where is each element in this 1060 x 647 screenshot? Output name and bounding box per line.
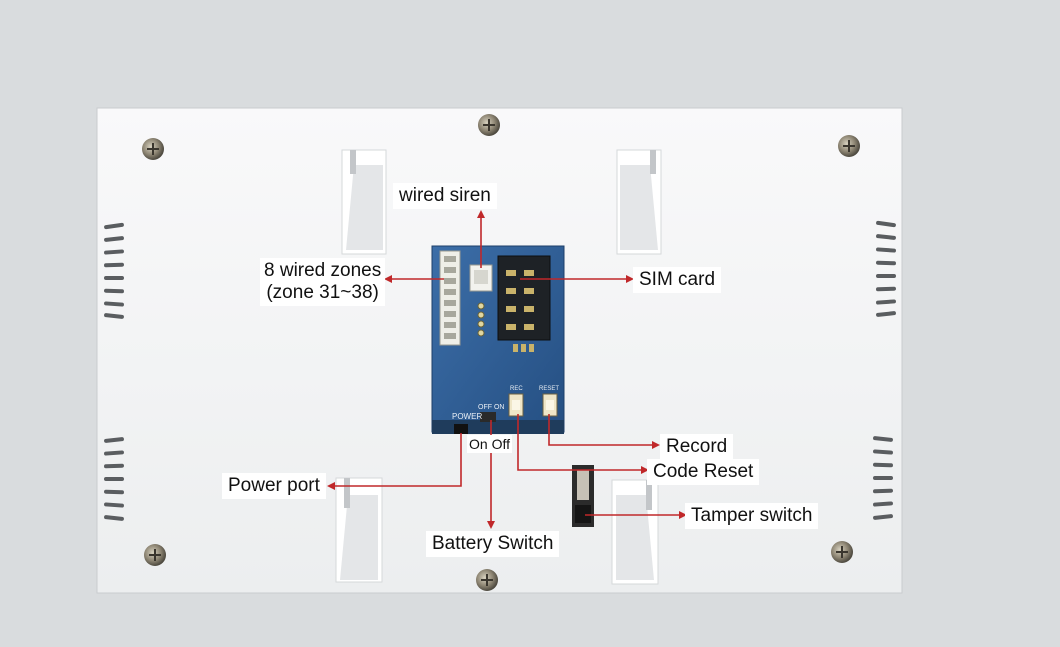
- sim-card-holder: [497, 255, 551, 341]
- label-code-reset: Code Reset: [647, 459, 760, 485]
- screw-icon: [838, 135, 860, 157]
- mount-slot: [616, 149, 662, 255]
- power-jack: [454, 424, 468, 434]
- battery-switch: [480, 412, 496, 422]
- label-wired-zones-line2: (zone 31~38): [266, 282, 379, 303]
- zone-terminal-block: [439, 250, 461, 346]
- vent-grille-right-top: [876, 220, 896, 317]
- label-wired-zones: 8 wired zones (zone 31~38): [260, 258, 386, 306]
- circuit-board: POWER OFF ON REC RESET: [431, 245, 565, 434]
- callout-lines: [327, 210, 687, 529]
- mount-slot: [341, 149, 387, 255]
- vent-grille-left-top: [104, 222, 124, 319]
- vent-grille-right-bottom: [873, 436, 893, 520]
- screw-icon: [142, 138, 164, 160]
- silk-rec: REC: [510, 386, 523, 392]
- silk-power: POWER: [452, 412, 482, 421]
- screw-icon: [831, 541, 853, 563]
- label-tamper-switch: Tamper switch: [685, 503, 819, 529]
- mount-slot: [335, 477, 383, 583]
- label-battery-switch: Battery Switch: [426, 531, 560, 557]
- label-record: Record: [660, 434, 734, 460]
- screw-icon: [476, 569, 498, 591]
- label-wired-zones-line1: 8 wired zones: [264, 260, 382, 281]
- label-sim-card: SIM card: [633, 267, 722, 293]
- screw-icon: [478, 114, 500, 136]
- label-on-off: On Off: [467, 435, 512, 453]
- label-wired-siren: wired siren: [393, 183, 497, 209]
- tamper-switch: [572, 465, 594, 527]
- label-power-port: Power port: [222, 473, 326, 499]
- vent-grille-left-bottom: [104, 437, 124, 521]
- silk-reset: RESET: [539, 386, 559, 392]
- screw-icon: [144, 544, 166, 566]
- mount-slot: [611, 479, 659, 585]
- silk-off-on: OFF ON: [478, 404, 504, 411]
